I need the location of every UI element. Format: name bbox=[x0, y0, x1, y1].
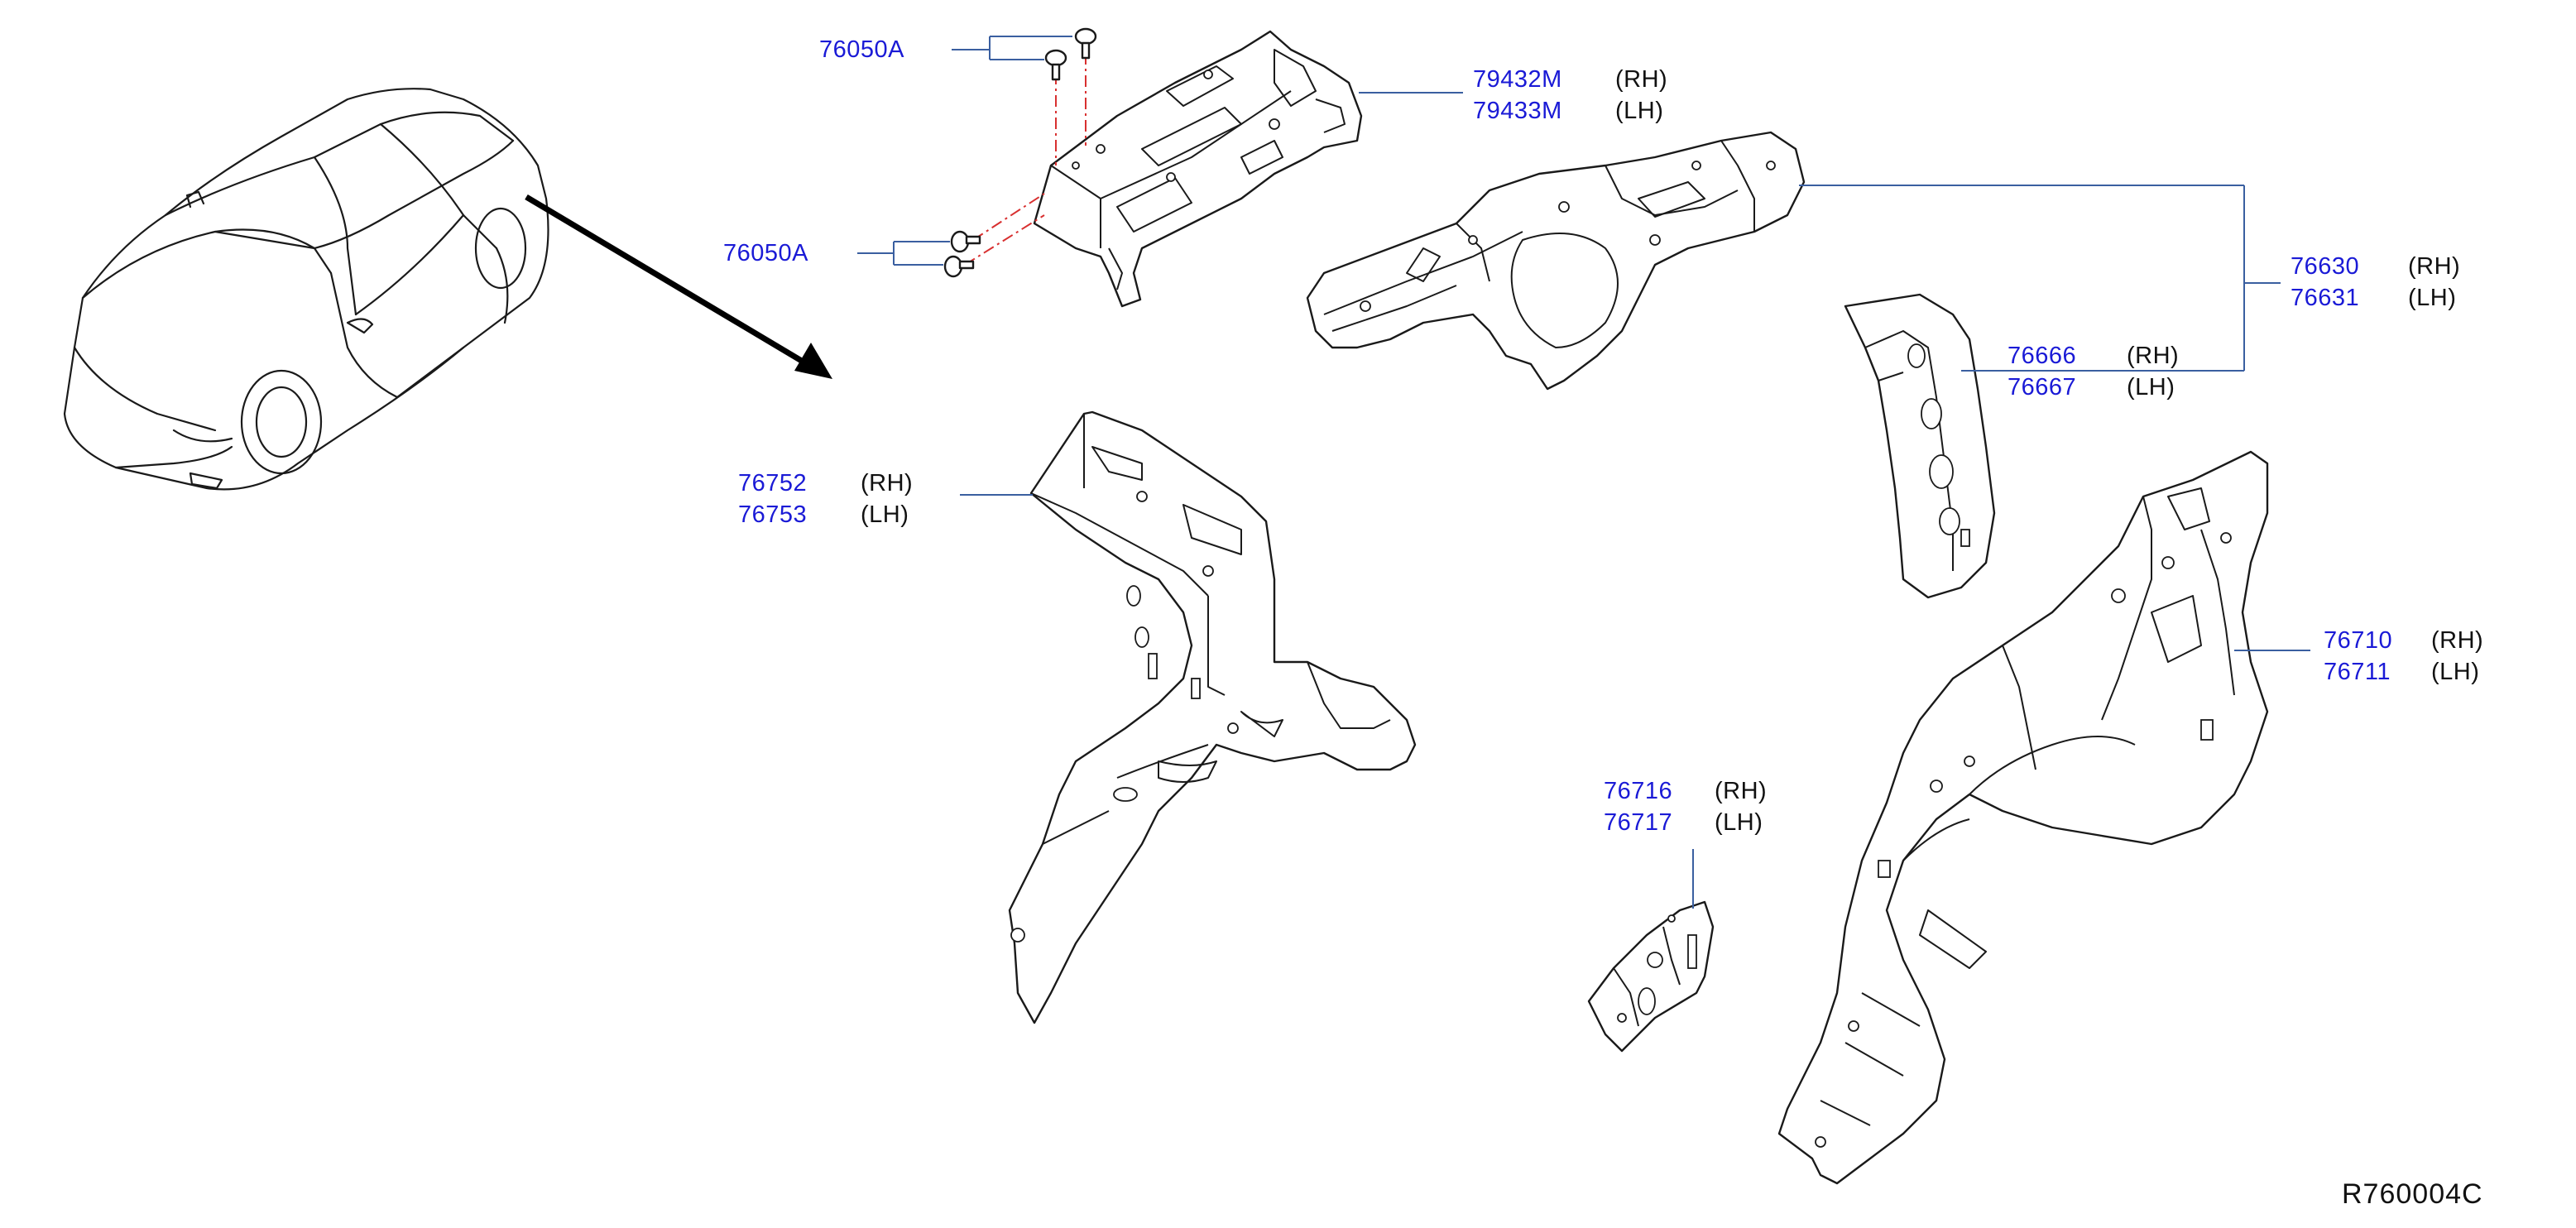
part-number-76717: 76717 bbox=[1604, 809, 1673, 836]
side-label-76667: (LH) bbox=[2127, 374, 2175, 401]
clip-fastener-group bbox=[943, 27, 1097, 278]
inner-panel-part bbox=[1008, 410, 1417, 1024]
side-label-76631: (LH) bbox=[2408, 285, 2457, 311]
part-number-76711: 76711 bbox=[2324, 659, 2391, 685]
side-label-76666: (RH) bbox=[2127, 343, 2180, 369]
part-number-79433m: 79433M bbox=[1473, 98, 1562, 124]
leader-lines bbox=[857, 36, 2310, 909]
part-number-clip-upper: 76050A bbox=[819, 36, 904, 63]
side-label-76711: (LH) bbox=[2431, 659, 2480, 685]
part-number-76753: 76753 bbox=[738, 501, 808, 528]
side-label-76752: (RH) bbox=[861, 470, 914, 496]
part-number-76716: 76716 bbox=[1604, 778, 1673, 804]
side-label-76717: (LH) bbox=[1715, 809, 1763, 836]
clip-icon bbox=[1044, 49, 1067, 81]
rear-pillar-inner-part bbox=[1033, 30, 1363, 308]
rear-housing-part bbox=[1306, 131, 1806, 391]
side-label-76716: (RH) bbox=[1715, 778, 1768, 804]
clip-icon bbox=[943, 255, 975, 278]
part-number-76630: 76630 bbox=[2291, 253, 2360, 280]
side-label-76710: (RH) bbox=[2431, 627, 2484, 654]
part-number-clip-lower: 76050A bbox=[723, 240, 808, 266]
part-number-76666: 76666 bbox=[2008, 343, 2077, 369]
side-label-76630: (RH) bbox=[2408, 253, 2461, 280]
wheelhouse-part bbox=[1777, 450, 2269, 1185]
part-number-76631: 76631 bbox=[2291, 285, 2360, 311]
vehicle-overview-illustration bbox=[63, 88, 549, 491]
direction-arrow bbox=[525, 194, 832, 379]
side-label-79432m: (RH) bbox=[1615, 66, 1668, 93]
part-number-76667: 76667 bbox=[2008, 374, 2077, 401]
bracket-part bbox=[1587, 900, 1715, 1053]
part-number-76752: 76752 bbox=[738, 470, 808, 496]
part-number-79432m: 79432M bbox=[1473, 66, 1562, 93]
clip-icon bbox=[1074, 27, 1097, 60]
clip-icon bbox=[950, 230, 981, 253]
part-number-76710: 76710 bbox=[2324, 627, 2393, 654]
diagram-id: R760004C bbox=[2342, 1178, 2483, 1210]
reinforcement-part bbox=[1844, 293, 1996, 599]
side-label-79433m: (LH) bbox=[1615, 98, 1664, 124]
side-label-76753: (LH) bbox=[861, 501, 909, 528]
